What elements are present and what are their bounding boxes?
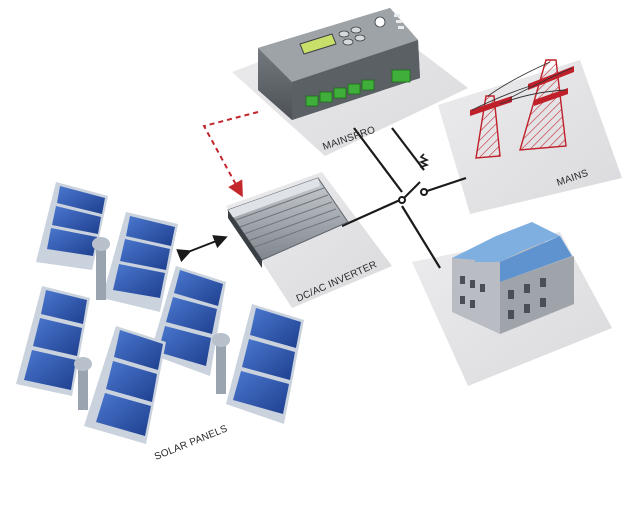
solar-panel-4: [16, 286, 92, 410]
keypad: [338, 16, 386, 46]
label-solar-panels: SOLAR PANELS: [153, 423, 229, 462]
signal-dashed-line: [202, 111, 259, 198]
resistor-icon: [418, 153, 430, 171]
lcd-display: [299, 33, 337, 55]
power-lines: [471, 61, 573, 111]
mainspro-controller: [258, 8, 420, 120]
status-leds: [394, 14, 404, 29]
switch-open-icon: [398, 181, 428, 204]
solar-panel-5: [84, 326, 166, 444]
power-pylons: [470, 59, 574, 159]
bidirectional-arrow-icon: [176, 235, 228, 263]
solar-panels: [16, 182, 304, 444]
dcac-inverter: [227, 177, 349, 268]
solar-panel-6: [212, 304, 304, 424]
solar-panel-1: [36, 182, 108, 270]
solar-panel-2: [92, 212, 178, 312]
house: [452, 222, 574, 334]
wiring: [341, 127, 467, 269]
terminal-block: [305, 69, 411, 107]
solar-panel-3: [150, 266, 226, 376]
